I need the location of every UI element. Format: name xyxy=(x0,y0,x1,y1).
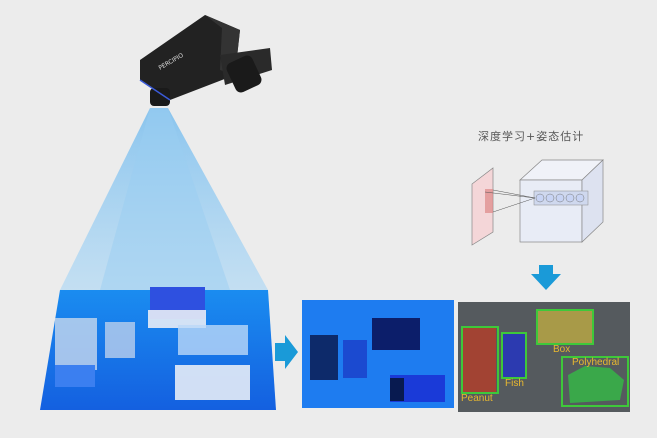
label-fish: Fish xyxy=(505,378,524,389)
arrow-right-icon xyxy=(275,335,298,369)
network-title: 深度学习+姿态估计 xyxy=(478,130,585,143)
neural-network-icon xyxy=(471,159,604,246)
bbox-polyhedral xyxy=(561,356,629,407)
bbox-box xyxy=(536,309,594,345)
label-peanut: Peanut xyxy=(461,393,493,404)
label-polyhedral: Polyhedral xyxy=(572,357,620,368)
label-box: Box xyxy=(553,344,571,355)
bbox-peanut xyxy=(461,326,499,394)
bbox-fish xyxy=(501,332,527,379)
arrow-down-icon xyxy=(531,265,561,290)
camera-icon: PERCIPIO xyxy=(139,15,272,106)
